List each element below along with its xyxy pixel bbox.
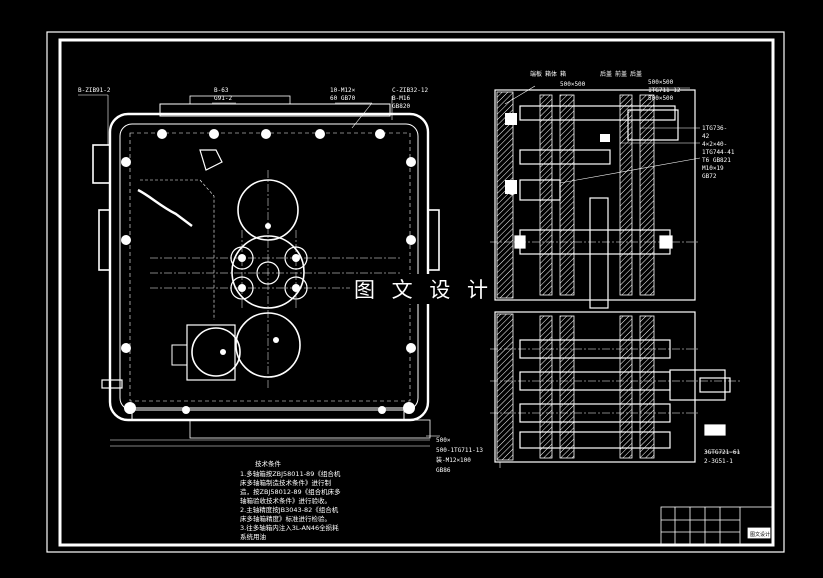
tech-note-line: 轴箱验收技术条件》进行验收。: [240, 496, 331, 505]
bottom-label-right1: 3GTG721-61: [704, 449, 741, 456]
part-label-left: B-ZIB91-2: [78, 87, 111, 94]
tech-note-line: 1.多轴箱按ZBJ58011-89《组合机: [240, 469, 341, 478]
dim-label-left: 500×500: [560, 81, 586, 88]
part-label-top-c3: GB820: [392, 103, 410, 110]
bottom-label-right2: 2-3G51-1: [704, 458, 733, 465]
dim-label-right: 500×500: [648, 79, 674, 86]
tech-note-line: 造，按ZBJ58012-89《组合机床多: [240, 487, 341, 496]
dim-label-right2: 1TG711-12: [648, 87, 681, 94]
part-label-top-a1: B-63: [214, 87, 229, 94]
part-label-top-b2: 60 GB70: [330, 95, 356, 102]
watermark-text: 图 文 设 计: [354, 278, 493, 302]
lower-section: [494, 311, 696, 463]
col-label-4: 后盖: [600, 70, 612, 78]
leader-label-r5: T6 GB821: [702, 157, 731, 164]
tech-note-line: 系统用油: [240, 532, 266, 541]
bottom-label-left1: 500×: [436, 437, 451, 444]
tech-note-line: 床多轴箱精度》标准进行检验。: [240, 514, 331, 523]
inner-border: [58, 38, 775, 547]
tech-notes-lines: 1.多轴箱按ZBJ58011-89《组合机 床多轴箱制造技术条件》进行制 造，按…: [240, 469, 341, 541]
bottom-label-left2: 500-1TG711-13: [436, 447, 483, 454]
col-label-6: 后盖: [630, 70, 642, 78]
part-label-top-a2: G91-2: [214, 95, 232, 102]
leader-label-r3: 4×2×40-: [702, 141, 727, 148]
col-label-3: 箱: [560, 70, 566, 78]
col-label-5: 前盖: [615, 70, 627, 78]
title-block: [660, 506, 774, 546]
part-label-top-c2: B-M16: [392, 95, 410, 102]
tech-note-line: 2.主轴精度按JB3043-82《组合机: [240, 505, 339, 514]
left-view: [78, 94, 440, 447]
leader-label-r7: GB72: [702, 173, 717, 180]
part-label-top-b1: 10-M12×: [330, 87, 356, 94]
upper-section: [494, 89, 696, 301]
tech-notes-heading: 技术条件: [255, 459, 282, 468]
col-label-2: 箱体: [545, 70, 557, 78]
leader-label-r2: 42: [702, 133, 710, 140]
col-label-1: 端板: [530, 70, 542, 78]
title-block-stamp: 图文设计: [750, 531, 770, 538]
bottom-label-left3: 装-M12×100: [436, 456, 471, 464]
part-label-top-c1: C-ZIB32-12: [392, 87, 429, 94]
outer-border: [46, 31, 785, 553]
leader-label-r4: 1TG744-41: [702, 149, 735, 156]
right-view: [490, 85, 740, 468]
gear-small: [191, 327, 241, 377]
leader-label-r6: M10×19: [702, 165, 724, 172]
bottom-label-left4: GB86: [436, 467, 451, 474]
dim-label-right3: 500×500: [648, 95, 674, 102]
tech-note-line: 3.往多轴箱内注入3L-AN46全损耗: [240, 523, 339, 532]
bolt-holes: [121, 129, 416, 414]
tech-note-line: 床多轴箱制造技术条件》进行制: [240, 478, 332, 487]
leader-label-r1: 1TG736-: [702, 125, 727, 132]
